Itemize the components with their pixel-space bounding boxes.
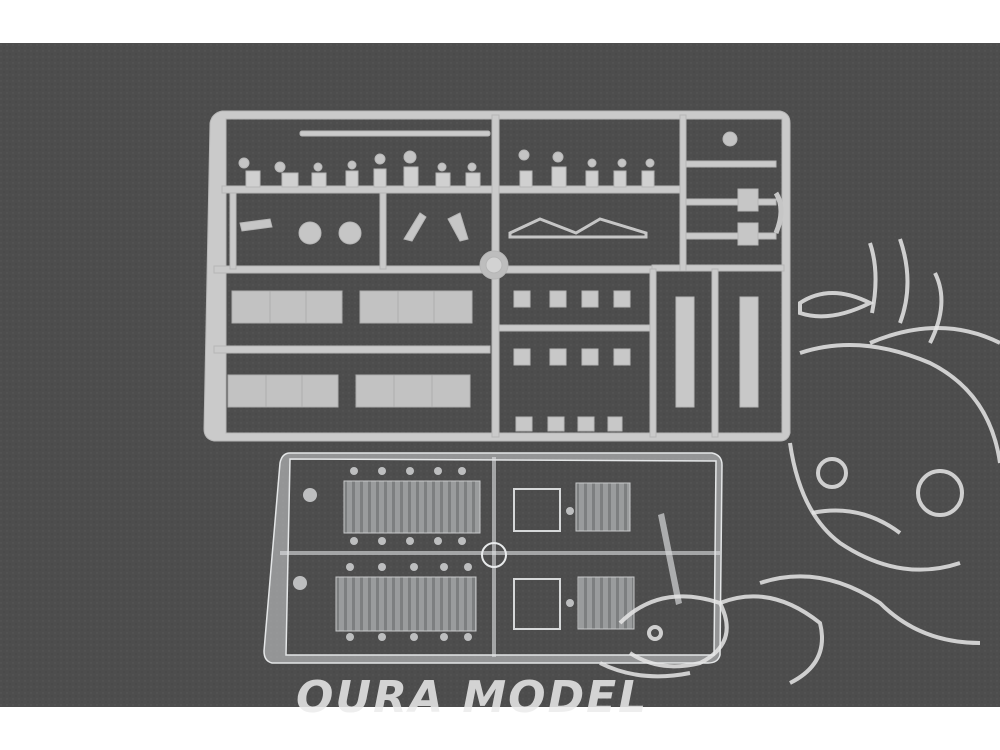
grey-sprue	[203, 110, 791, 442]
watermark-logo-text: OURA MODEL	[296, 672, 649, 723]
product-photo	[0, 43, 1000, 707]
background-surface	[0, 43, 1000, 707]
mascot-watermark	[599, 238, 1000, 685]
